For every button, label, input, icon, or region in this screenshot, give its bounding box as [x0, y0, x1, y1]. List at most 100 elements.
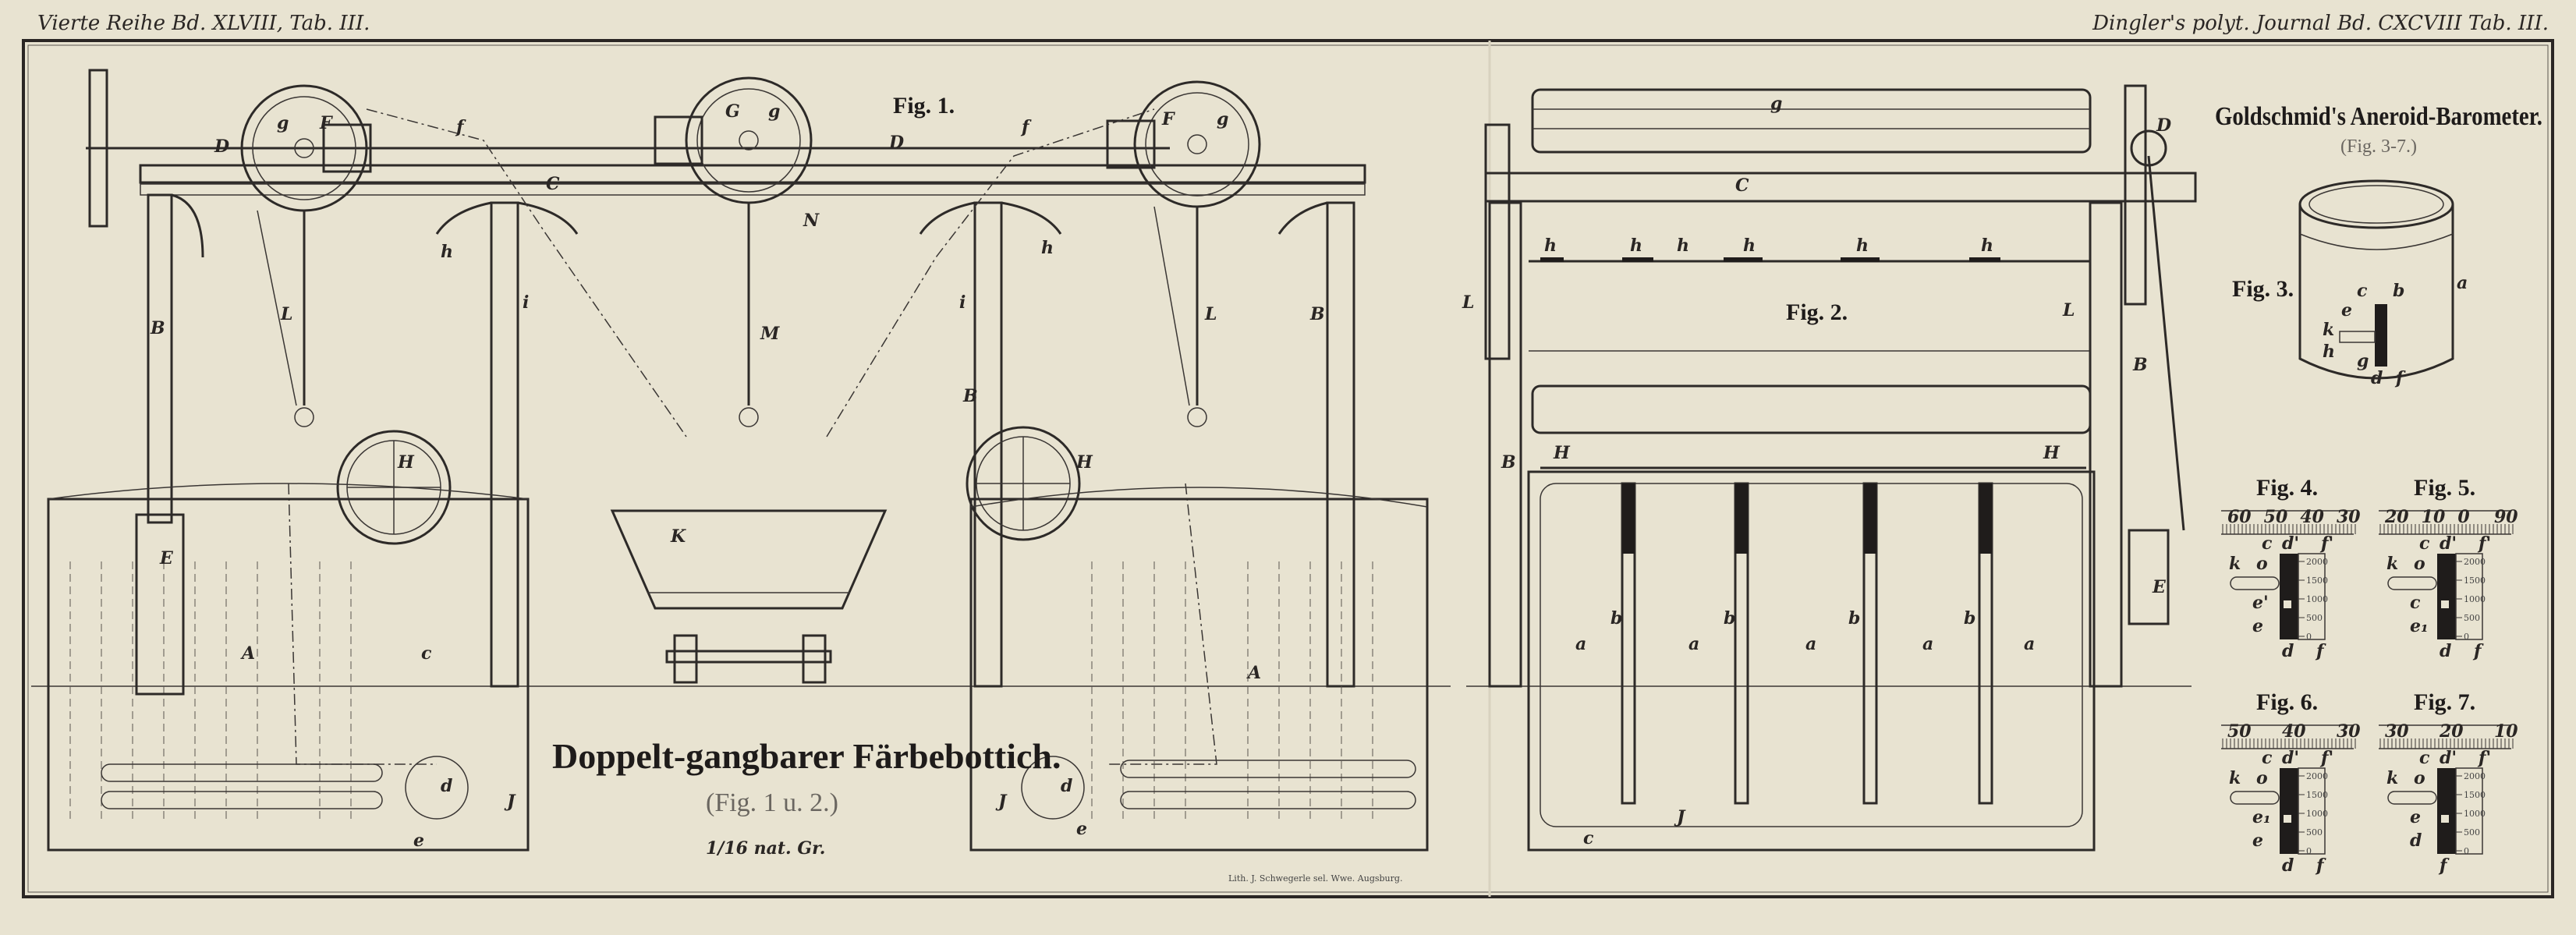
part-label: b — [1848, 608, 1860, 629]
part-label: d' — [2282, 533, 2299, 554]
part-label: b — [1724, 608, 1735, 629]
figure-3-barometer — [2298, 179, 2454, 380]
part-label: c — [2410, 593, 2421, 613]
column-B-left — [1488, 201, 1522, 688]
columns — [147, 193, 1355, 688]
pump-E — [2128, 529, 2170, 625]
dial-value: 500 — [2464, 827, 2480, 838]
slide-k — [2230, 791, 2280, 805]
part-label: N — [803, 211, 820, 231]
scale-tick-label: 40 — [2282, 721, 2306, 742]
part-label: o — [2414, 554, 2425, 574]
svg-text:h: h — [2323, 342, 2335, 362]
fig6-label: Fig. 6. — [2256, 689, 2318, 715]
indicator-strip — [2280, 768, 2298, 854]
part-label: B — [150, 318, 165, 338]
part-label: A — [1246, 663, 1261, 683]
part-label: g — [1217, 109, 1228, 129]
part-label: i — [959, 292, 966, 313]
part-label: f — [2438, 855, 2450, 876]
dial-value: 0 — [2306, 632, 2312, 642]
fig1-part-labels: g F G g F g D D f f C N h h L M L B B B … — [150, 101, 1325, 851]
part-label: L — [2062, 300, 2075, 321]
part-label: B — [962, 386, 978, 406]
scale-tick-label: 30 — [2337, 721, 2361, 742]
part-label: c — [421, 643, 432, 664]
part-label: c — [2262, 748, 2273, 768]
part-label: d' — [2440, 533, 2457, 554]
part-label: J — [1674, 807, 1686, 827]
part-label: f — [2315, 855, 2326, 876]
wheel-H-right — [966, 426, 1081, 541]
beam-C — [139, 164, 1366, 184]
part-label: d — [1061, 776, 1072, 796]
gearbox-G — [654, 115, 703, 165]
part-label: d — [2282, 641, 2294, 661]
svg-text:g: g — [2357, 351, 2369, 371]
part-label: e — [2410, 807, 2421, 827]
part-label: f — [2315, 641, 2326, 661]
fig2-part-labels: g C D h h h h h h L L B B H H a b a b a … — [1462, 94, 2171, 848]
dial-value: 2000 — [2464, 557, 2486, 567]
part-label: h — [1856, 236, 1869, 256]
frame-right-top — [2124, 84, 2147, 306]
dial-value: 0 — [2306, 846, 2312, 856]
part-label: k — [2386, 768, 2398, 788]
part-label: F — [319, 113, 333, 133]
header-right: Dingler's polyt. Journal Bd. CXCVIII Tab… — [2092, 12, 2549, 35]
part-label: C — [1735, 175, 1749, 196]
svg-text:c: c — [2357, 281, 2368, 301]
tank-right — [969, 487, 1429, 852]
part-label: H — [2043, 443, 2060, 463]
fig1-label: Fig. 1. — [893, 93, 955, 119]
scale-tick-label: 20 — [2384, 507, 2409, 527]
part-label: c — [2262, 533, 2273, 554]
dial-value: 2000 — [2306, 557, 2328, 567]
tank-left — [47, 483, 530, 852]
dial-value: 1500 — [2306, 790, 2328, 800]
part-label: H — [1553, 443, 1571, 463]
part-label: h — [1743, 236, 1756, 256]
part-label: d — [441, 776, 452, 796]
part-label: c — [2419, 533, 2430, 554]
svg-text:d: d — [2371, 368, 2383, 388]
part-label: D — [214, 136, 229, 157]
dial-value: 0 — [2464, 846, 2469, 856]
part-label: d' — [2282, 748, 2299, 768]
wheel-H-left — [336, 430, 452, 545]
svg-text:b: b — [2393, 281, 2404, 301]
part-label: h — [1544, 236, 1557, 256]
fig7-label: Fig. 7. — [2414, 689, 2475, 715]
figure-2-drawing — [1466, 84, 2197, 852]
indicator-strip — [2437, 768, 2456, 854]
part-label: e' — [2252, 593, 2269, 613]
part-label: B — [1309, 304, 1325, 324]
indicator-strip — [2437, 554, 2456, 639]
part-label: D — [2156, 115, 2171, 136]
dial-value: 500 — [2306, 613, 2323, 623]
part-label: e₁ — [2410, 616, 2429, 636]
part-label: L — [1462, 292, 1474, 313]
plate-border-inner — [27, 44, 2549, 893]
part-label: e₁ — [2252, 807, 2271, 827]
part-label: h — [1630, 236, 1642, 256]
dial-value: 2000 — [2306, 771, 2328, 781]
part-label: H — [397, 452, 415, 473]
dial-value: 1500 — [2306, 576, 2328, 586]
scale-tick-label: 30 — [2337, 507, 2361, 527]
cloth-stakes — [1621, 482, 1993, 805]
svg-text:k: k — [2323, 320, 2334, 340]
part-label: h — [441, 242, 453, 262]
part-label: a — [2024, 634, 2035, 654]
dial-value: 1000 — [2464, 594, 2486, 604]
hanging-rods — [257, 203, 1207, 427]
part-label: c — [2419, 748, 2430, 768]
scale-tick-label: 60 — [2227, 507, 2252, 527]
left-plate-title: Doppelt-gangbarer Färbebottich. — [552, 736, 1061, 776]
part-label: L — [1204, 304, 1217, 324]
